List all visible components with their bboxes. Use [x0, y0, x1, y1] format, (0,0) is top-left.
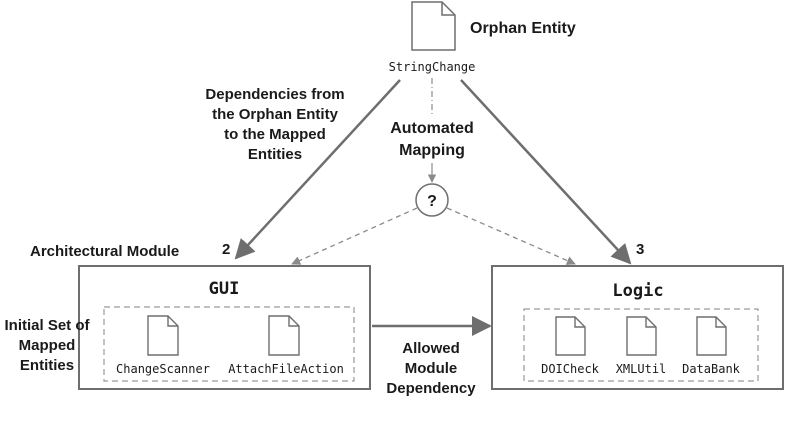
gui-module-title: GUI	[209, 279, 240, 299]
mapping-arrow-to-logic	[446, 207, 576, 265]
logic-entity-doicheck: DOICheck	[541, 362, 600, 376]
logic-entity-set	[523, 308, 759, 382]
dependencies-label-line-3: to the Mapped	[224, 126, 326, 143]
initial-set-line-3: Entities	[20, 357, 74, 374]
mapping-decision-node: ?	[415, 183, 449, 217]
dependency-arrow-to-gui	[234, 79, 401, 260]
allowed-dependency-line-2: Module	[405, 360, 458, 377]
question-mark: ?	[427, 193, 437, 210]
dependencies-label-line-1: Dependencies from	[205, 86, 344, 103]
allowed-dependency-line-3: Dependency	[386, 380, 476, 397]
orphan-entity-title: Orphan Entity	[470, 20, 576, 37]
gui-module-box	[78, 265, 371, 390]
initial-set-label: Initial Set of Mapped Entities	[4, 317, 90, 374]
dependencies-label-line-4: Entities	[248, 146, 302, 163]
allowed-dependency-line-1: Allowed	[402, 340, 460, 357]
attachfileaction-document-icon	[268, 315, 300, 356]
gui-module: GUI ChangeScanner AttachFileAction	[78, 265, 371, 390]
orphan-entity-document-icon	[411, 1, 456, 51]
automated-mapping-line-1: Automated	[390, 120, 474, 137]
initial-set-line-1: Initial Set of	[4, 317, 90, 334]
logic-dependency-count: 3	[636, 241, 644, 258]
changescanner-document-icon	[147, 315, 179, 356]
architectural-module-label: Architectural Module	[30, 243, 179, 260]
logic-entity-databank: DataBank	[682, 362, 741, 376]
automated-mapping-label: Automated Mapping	[390, 120, 474, 159]
xmlutil-document-icon	[626, 316, 657, 356]
logic-entity-xmlutil: XMLUtil	[616, 362, 667, 376]
gui-entity-set	[103, 306, 355, 382]
automated-mapping-line-2: Mapping	[399, 142, 465, 159]
doicheck-document-icon	[555, 316, 586, 356]
databank-document-icon	[696, 316, 727, 356]
logic-module-title: Logic	[612, 281, 663, 301]
orphan-entity-name: StringChange	[389, 60, 476, 74]
allowed-dependency-label: Allowed Module Dependency	[386, 340, 476, 397]
gui-dependency-count: 2	[222, 241, 230, 258]
gui-entity-attachfileaction: AttachFileAction	[228, 362, 344, 376]
mapping-arrow-to-gui	[291, 207, 418, 265]
logic-module: Logic DOICheck XMLUtil DataBank	[491, 265, 784, 390]
dependencies-label: Dependencies from the Orphan Entity to t…	[205, 86, 344, 163]
dependencies-label-line-2: the Orphan Entity	[212, 106, 338, 123]
dependency-arrow-to-logic	[460, 79, 632, 265]
gui-entity-changescanner: ChangeScanner	[116, 362, 210, 376]
initial-set-line-2: Mapped	[19, 337, 76, 354]
